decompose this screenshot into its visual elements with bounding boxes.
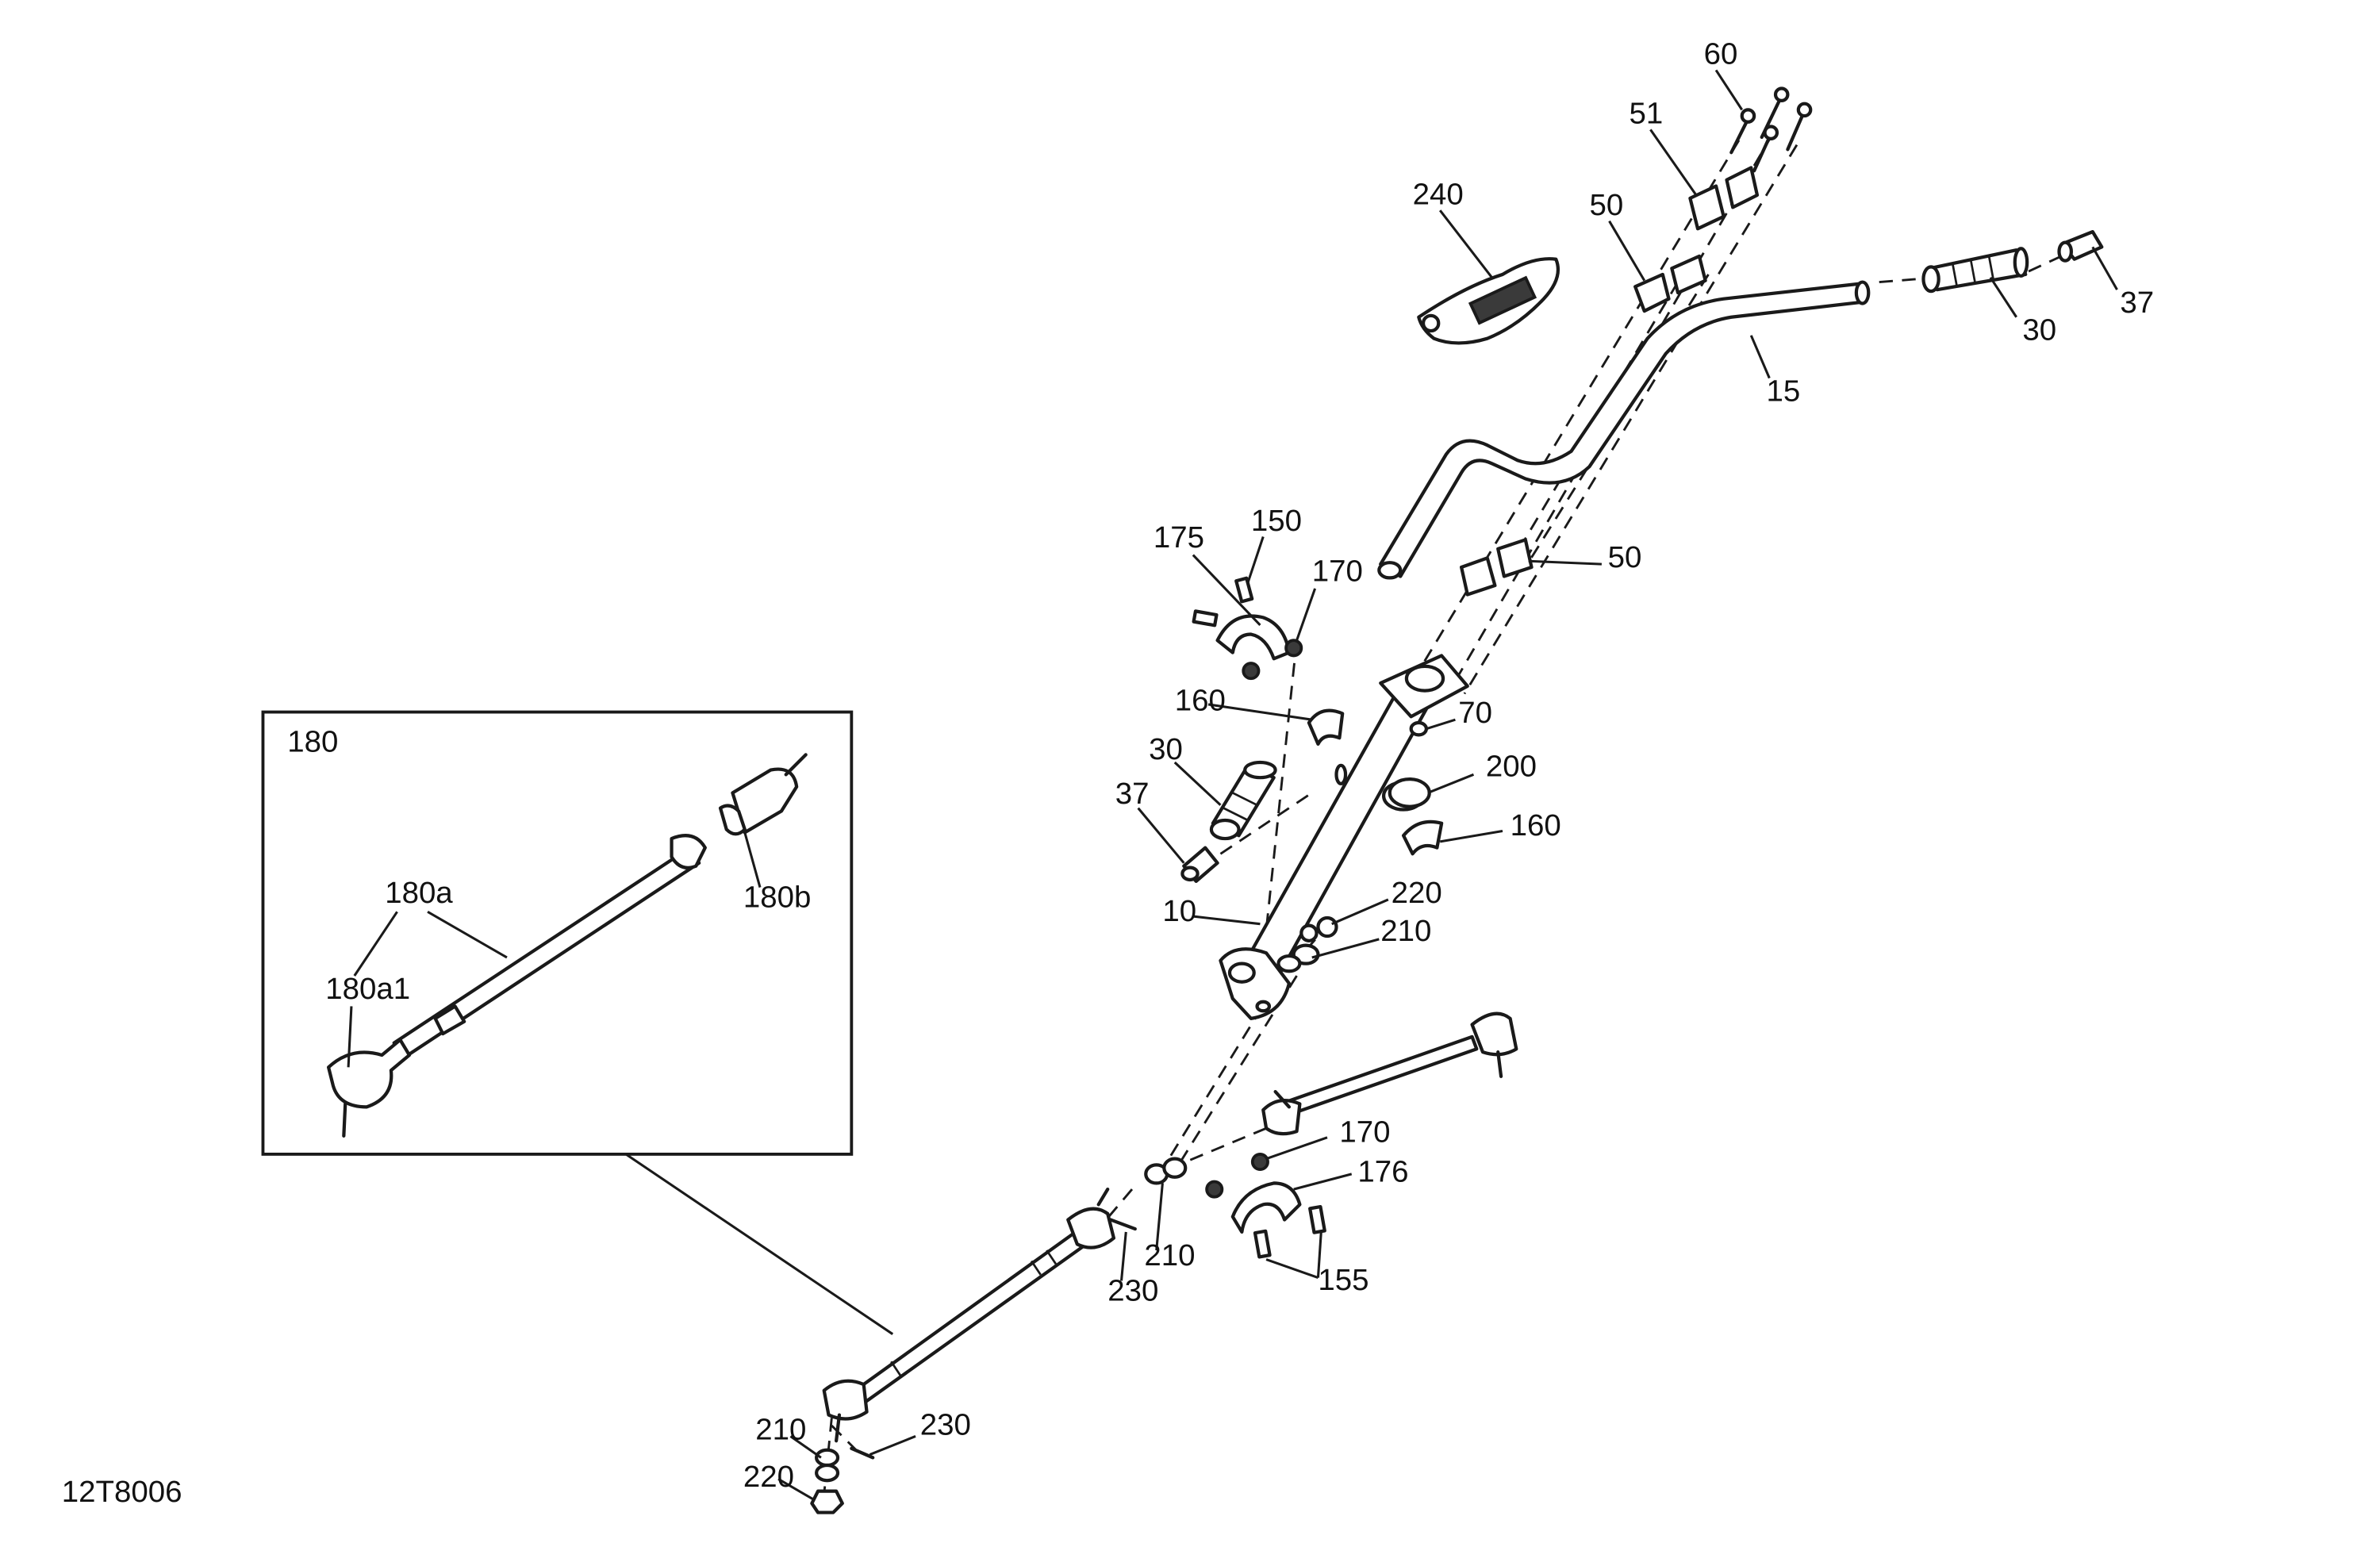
callout-230-bottom: 230 — [920, 1408, 971, 1442]
callout-37-right: 37 — [2120, 286, 2154, 320]
cotter-pin-mid — [1108, 1218, 1137, 1231]
callout-170-bottom: 170 — [1339, 1115, 1390, 1150]
upper-clamps-part — [1633, 166, 1760, 313]
lower-bushing-part — [1401, 819, 1444, 856]
callout-70: 70 — [1458, 696, 1492, 730]
nut-washer-set-bottom — [810, 1448, 844, 1514]
callout-37-left: 37 — [1115, 777, 1150, 811]
callout-175: 175 — [1154, 520, 1204, 555]
callout-220-bottom: 220 — [743, 1460, 794, 1494]
handguard-part — [1417, 257, 1560, 345]
callout-170-top: 170 — [1312, 554, 1363, 588]
callout-30-left: 30 — [1149, 732, 1183, 766]
diagram-id-code: 12T8006 — [62, 1475, 182, 1509]
left-grip-part — [1209, 760, 1277, 841]
right-grip-part — [1921, 247, 2029, 294]
upper-bushing-part — [1307, 708, 1345, 747]
inset-title: 180 — [287, 725, 338, 759]
cotter-pin-bottom — [850, 1446, 875, 1460]
callout-labels: 60 51 50 240 30 37 15 50 175 150 170 70 … — [62, 37, 2154, 1509]
callout-176: 176 — [1357, 1155, 1408, 1189]
callout-51: 51 — [1630, 97, 1664, 131]
callout-160-top: 160 — [1175, 684, 1226, 718]
callout-180a: 180a — [385, 876, 453, 910]
leader-lines — [347, 69, 2118, 1502]
callout-30-right: 30 — [2022, 313, 2056, 347]
left-tie-rod-part — [822, 1187, 1116, 1443]
handlebar-part — [1377, 280, 1871, 580]
right-end-plug-part — [2057, 230, 2104, 263]
callout-60: 60 — [1704, 37, 1738, 71]
callout-210-top: 210 — [1380, 914, 1431, 948]
callout-210-bottom: 210 — [755, 1412, 806, 1446]
callout-180a1: 180a1 — [325, 972, 410, 1006]
callout-150: 150 — [1251, 504, 1302, 538]
callout-200: 200 — [1486, 749, 1537, 783]
callout-180b: 180b — [743, 881, 811, 915]
callout-155: 155 — [1318, 1263, 1368, 1297]
washers-mid-part — [1144, 1157, 1188, 1185]
callout-160-bottom: 160 — [1511, 808, 1561, 843]
lower-clamp-part — [1205, 1152, 1326, 1259]
right-tie-rod-part — [1261, 1011, 1518, 1136]
ring-part — [1381, 777, 1431, 812]
callout-50-mid: 50 — [1608, 540, 1642, 574]
bolts-part — [1729, 86, 1813, 173]
lower-clamps-part — [1459, 538, 1534, 597]
callout-220-top: 220 — [1392, 876, 1442, 910]
callout-240: 240 — [1413, 178, 1464, 212]
callout-210-mid: 210 — [1144, 1238, 1195, 1272]
left-end-plug-part — [1180, 846, 1219, 883]
callout-15: 15 — [1766, 374, 1800, 408]
callout-230-mid: 230 — [1107, 1273, 1158, 1307]
callout-50-top: 50 — [1590, 188, 1624, 222]
inset-box-180 — [261, 710, 894, 1335]
inset-connector-line — [625, 1153, 894, 1335]
nut-washer-set-top — [1276, 915, 1338, 973]
column-clamp-part — [1192, 576, 1303, 681]
inset-tie-rod-part — [326, 753, 808, 1138]
steering-column-part — [1219, 654, 1469, 1020]
callout-10: 10 — [1162, 894, 1196, 928]
